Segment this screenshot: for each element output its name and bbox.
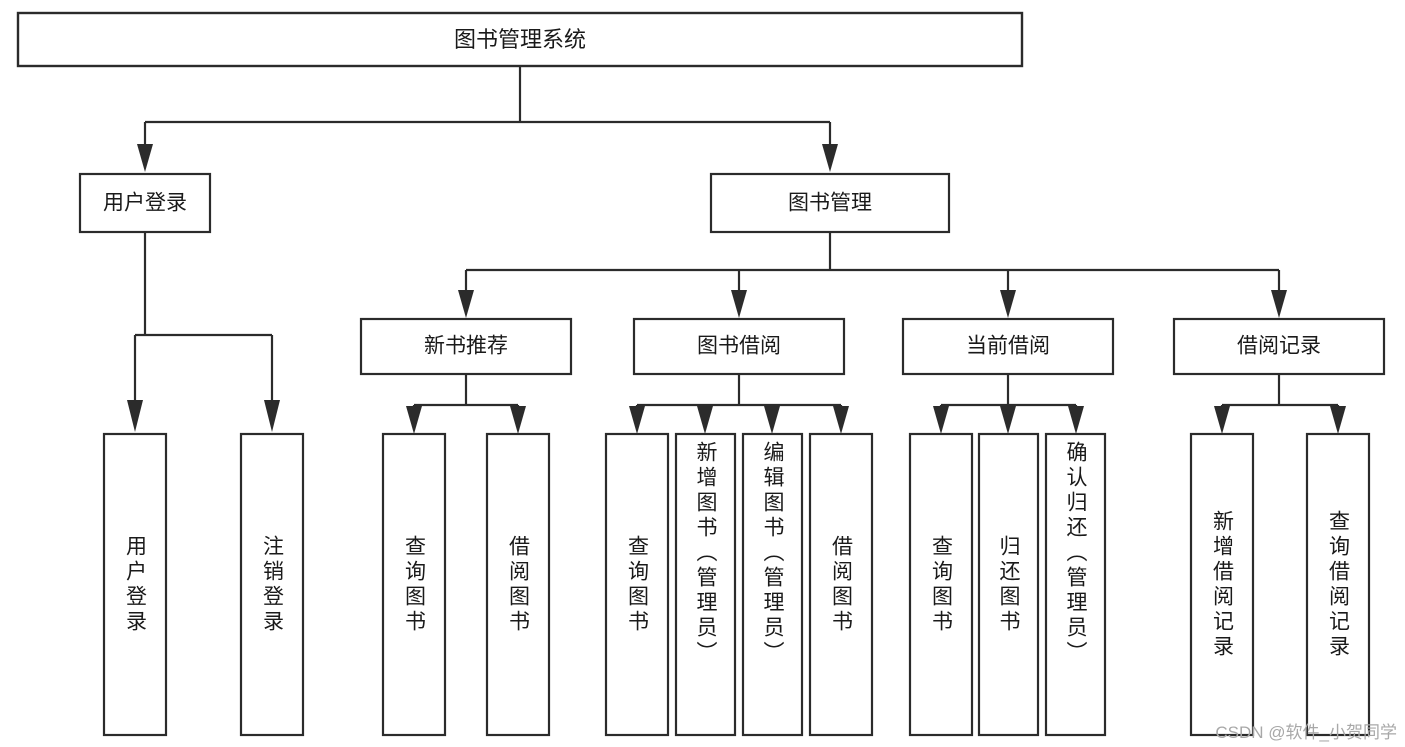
arrow-head-current-borrow [1000, 290, 1016, 318]
node-root[interactable]: 图书管理系统 [16, 11, 1024, 68]
node-book-borrow-label: 图书借阅 [697, 335, 781, 358]
node-current-borrow-box[interactable] [901, 317, 1115, 376]
node-book-management-label: 图书管理 [788, 192, 872, 215]
arrow-head-leaf-3 [406, 406, 422, 434]
node-new-book-recommend-box[interactable] [359, 317, 573, 376]
leaf-box-borrow-book-2[interactable] [808, 432, 874, 737]
arrow-head-book-mgmt [822, 144, 838, 172]
node-book-borrow-box[interactable] [632, 317, 846, 376]
arrow-head-leaf-9 [933, 406, 949, 434]
leaf-box-confirm-return[interactable] [1044, 432, 1107, 737]
arrow-head-leaf-2 [264, 400, 280, 432]
arrow-head-leaf-12 [1214, 406, 1230, 434]
leaf-box-return-book[interactable] [977, 432, 1040, 737]
arrow-head-leaf-13 [1330, 406, 1346, 434]
node-user-login-label: 用户登录 [103, 192, 187, 215]
node-book-borrow[interactable]: 图书借阅 [632, 317, 846, 376]
node-current-borrow[interactable]: 当前借阅 [901, 317, 1115, 376]
leaf-box-query-record[interactable] [1305, 432, 1371, 737]
leaf-box-add-record[interactable] [1189, 432, 1255, 737]
node-borrow-record-label: 借阅记录 [1237, 335, 1321, 358]
leaf-box-query-book-1[interactable] [381, 432, 447, 737]
connector-layer [127, 66, 1346, 434]
leaf-box-layer [102, 432, 1371, 737]
node-root-box[interactable] [16, 11, 1024, 68]
arrow-head-leaf-6 [697, 406, 713, 434]
arrow-head-leaf-4 [510, 406, 526, 434]
node-new-book-recommend-label: 新书推荐 [424, 335, 508, 358]
node-user-login-box[interactable] [78, 172, 212, 234]
arrow-head-leaf-7 [764, 406, 780, 434]
leaf-box-logout[interactable] [239, 432, 305, 737]
leaf-box-query-book-2[interactable] [604, 432, 670, 737]
arrow-head-leaf-8 [833, 406, 849, 434]
node-book-management-box[interactable] [709, 172, 951, 234]
arrow-head-borrow-record [1271, 290, 1287, 318]
node-root-label: 图书管理系统 [454, 27, 586, 52]
leaf-box-add-book-admin[interactable] [674, 432, 737, 737]
node-current-borrow-label: 当前借阅 [966, 335, 1050, 358]
leaf-box-user-login[interactable] [102, 432, 168, 737]
node-new-book-recommend[interactable]: 新书推荐 [359, 317, 573, 376]
arrow-head-user-login [137, 144, 153, 172]
arrow-head-leaf-10 [1000, 406, 1016, 434]
node-borrow-record[interactable]: 借阅记录 [1172, 317, 1386, 376]
leaf-box-query-book-3[interactable] [908, 432, 974, 737]
node-user-login[interactable]: 用户登录 [78, 172, 212, 234]
arrow-head-book-borrow [731, 290, 747, 318]
node-borrow-record-box[interactable] [1172, 317, 1386, 376]
arrow-head-leaf-11 [1068, 406, 1084, 434]
arrow-head-leaf-1 [127, 400, 143, 432]
node-book-management[interactable]: 图书管理 [709, 172, 951, 234]
arrow-head-leaf-5 [629, 406, 645, 434]
leaf-box-edit-book-admin[interactable] [741, 432, 804, 737]
arrow-head-new-book-rec [458, 290, 474, 318]
leaf-box-borrow-book-1[interactable] [485, 432, 551, 737]
csdn-watermark: CSDN @软件_小贺同学 [1215, 723, 1397, 742]
